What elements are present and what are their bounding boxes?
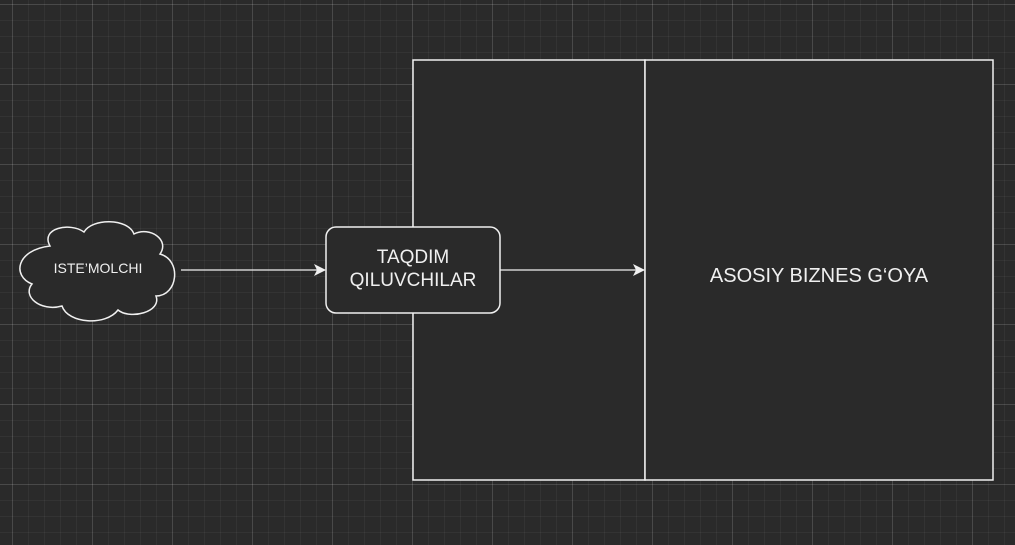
main-idea-box[interactable] [644, 59, 994, 481]
main-idea-label: ASOSIY BIZNES G‘OYA [709, 265, 929, 287]
providers-label: TAQDIM QILUVCHILAR [349, 247, 477, 291]
consumer-label: ISTE’MOLCHI [53, 259, 143, 276]
consumer-cloud[interactable] [19, 221, 176, 322]
